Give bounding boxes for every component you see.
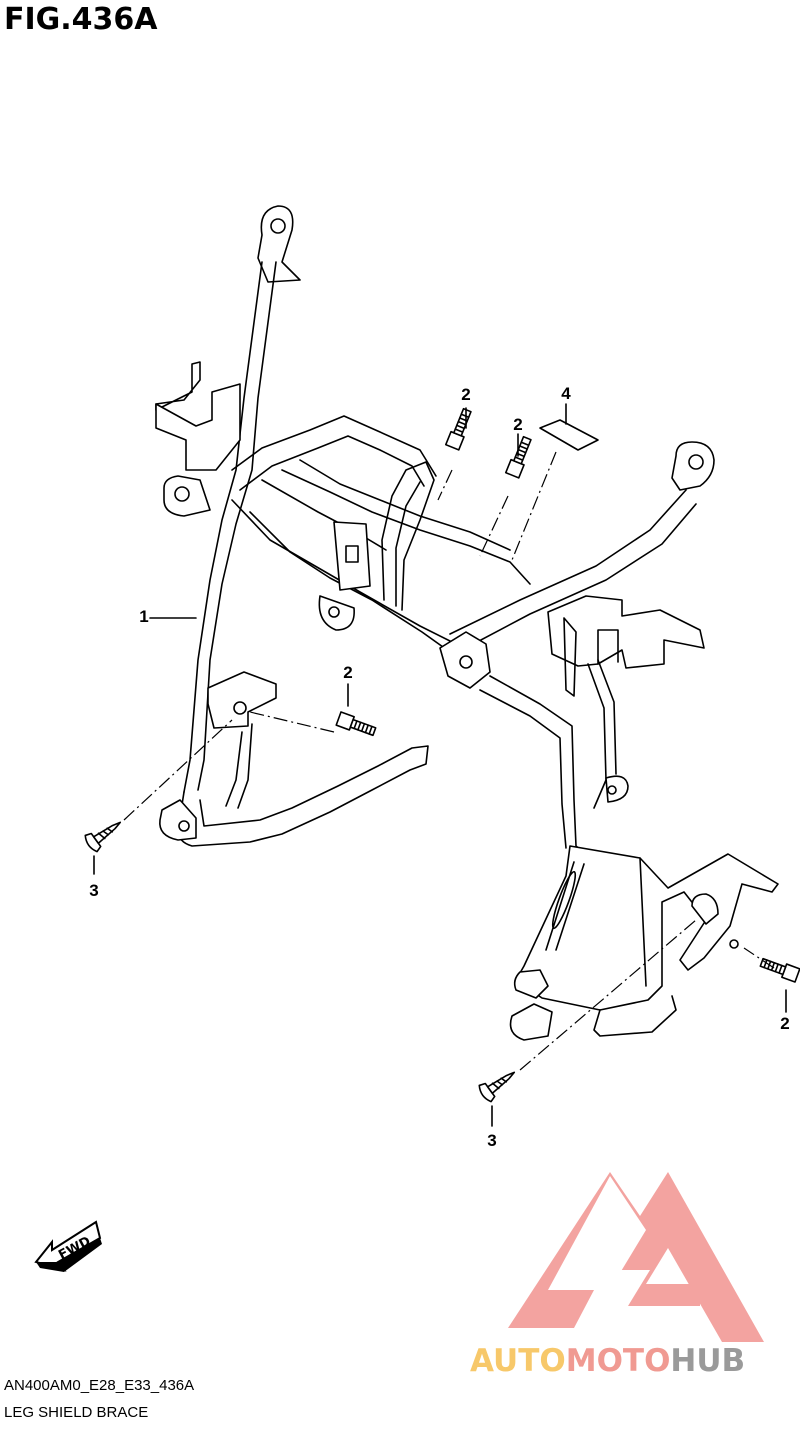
callout-3-right: 3 xyxy=(487,1131,497,1150)
screw-right xyxy=(478,1071,516,1103)
bolt-upper-right xyxy=(504,435,532,479)
bolt-lower-right xyxy=(759,957,800,983)
callout-2-middle: 2 xyxy=(343,663,353,682)
figure-title: FIG.436A xyxy=(4,2,158,37)
callout-4: 4 xyxy=(561,384,571,403)
watermark-moto: MOTO xyxy=(565,1343,671,1379)
figure-description: LEG SHIELD BRACE xyxy=(4,1404,149,1421)
watermark-auto: AUTO xyxy=(470,1343,566,1379)
callout-2-lower-right: 2 xyxy=(780,1014,790,1033)
callout-1: 1 xyxy=(139,607,149,626)
watermark-text: AUTOMOTOHUB xyxy=(470,1343,745,1379)
watermark-hub: HUB xyxy=(670,1343,746,1379)
fwd-arrow-icon: FWD xyxy=(34,1220,102,1272)
callout-2-upper-right: 2 xyxy=(513,415,523,434)
watermark-logo-icon xyxy=(508,1172,764,1342)
bolt-middle xyxy=(335,711,377,737)
screw-left xyxy=(84,821,122,853)
bolt-upper-left xyxy=(444,407,472,451)
leader-lines xyxy=(93,403,787,1127)
clip-plate xyxy=(539,419,599,451)
leg-shield-brace-frame xyxy=(155,205,779,1041)
figure-code: AN400AM0_E28_E33_436A xyxy=(4,1377,195,1394)
callout-2-upper-left: 2 xyxy=(461,385,471,404)
callout-3-left: 3 xyxy=(89,881,99,900)
